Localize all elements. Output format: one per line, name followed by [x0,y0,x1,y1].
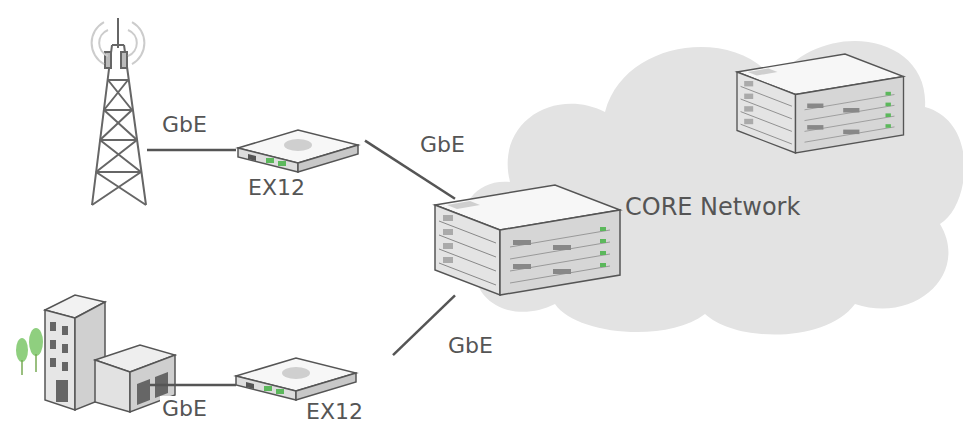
link-label: GbE [160,396,209,422]
building [16,295,175,412]
link-label: GbE [418,132,467,158]
switch-device: EX12 [228,343,393,430]
device-name: EX12 [306,399,363,425]
switch-icon [236,358,356,400]
network-name: CORE Network [625,194,800,220]
network-cloud: CORE Network [455,12,960,334]
gbe-link [147,149,236,152]
device-name: EX12 [248,175,305,201]
core-router [435,185,620,295]
link-label: GbE [446,333,495,359]
switch-device: EX12 [230,115,365,210]
cell-tower [92,18,146,205]
router [737,54,904,153]
switch-icon [238,130,358,172]
gbe-link [150,384,236,387]
link-label: GbE [160,112,209,138]
cloud-shape [455,12,960,334]
